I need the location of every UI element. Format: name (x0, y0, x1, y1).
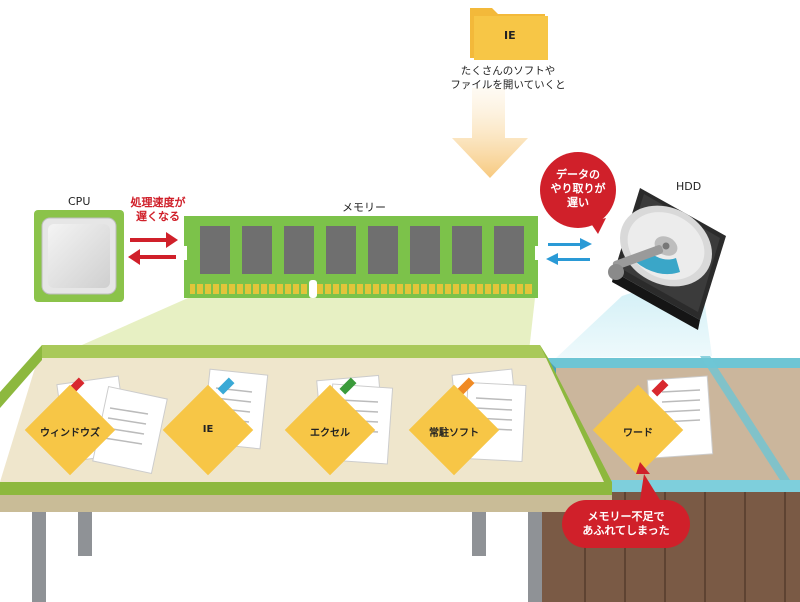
note-word-label: ワード (623, 428, 653, 439)
overflow-caption-line1: メモリー不足で (587, 510, 665, 523)
open-caption-line2: ファイルを開いていくと (450, 79, 566, 91)
memory-module (182, 216, 540, 298)
data-slow-caption: データの やり取りが 遅い (540, 168, 616, 210)
data-slow-bubble (540, 152, 616, 234)
slow-processing-caption: 処理速度が 遅くなる (120, 196, 196, 224)
note-word (592, 379, 684, 476)
note-resident (408, 377, 500, 476)
data-caption-line3: 遅い (567, 196, 589, 209)
note-excel-label: エクセル (310, 428, 350, 439)
memory-projection (48, 298, 535, 360)
note-ie (162, 377, 254, 476)
slow-caption-line1: 処理速度が (130, 196, 186, 209)
note-windows-label: ウィンドウズ (40, 428, 100, 439)
memory-hdd-arrows (546, 238, 592, 265)
desk-notes (24, 377, 684, 476)
cpu-memory-arrows (128, 232, 178, 265)
desk-legs (32, 512, 542, 602)
open-files-caption: たくさんのソフトや ファイルを開いていくと (438, 64, 578, 92)
incoming-arrow (452, 88, 528, 178)
note-resident-label: 常駐ソフト (429, 428, 479, 439)
note-windows (24, 377, 116, 476)
cpu-chip (34, 210, 124, 302)
data-caption-line2: やり取りが (550, 182, 606, 195)
data-caption-line1: データの (556, 168, 600, 181)
note-excel (284, 377, 376, 476)
hdd-drive (608, 188, 726, 330)
hdd-label: HDD (676, 180, 702, 193)
cpu-label: CPU (68, 195, 91, 208)
slow-caption-line2: 遅くなる (136, 210, 180, 223)
overflow-bubble (562, 462, 690, 548)
open-caption-line1: たくさんのソフトや (460, 65, 556, 77)
overflow-caption-line2: あふれてしまった (582, 524, 670, 537)
ie-folder-label: IE (504, 29, 516, 42)
ie-folder (470, 8, 548, 60)
memory-label: メモリー (342, 201, 386, 214)
note-ie-label: IE (202, 424, 214, 435)
overflow-caption: メモリー不足で あふれてしまった (562, 510, 690, 538)
